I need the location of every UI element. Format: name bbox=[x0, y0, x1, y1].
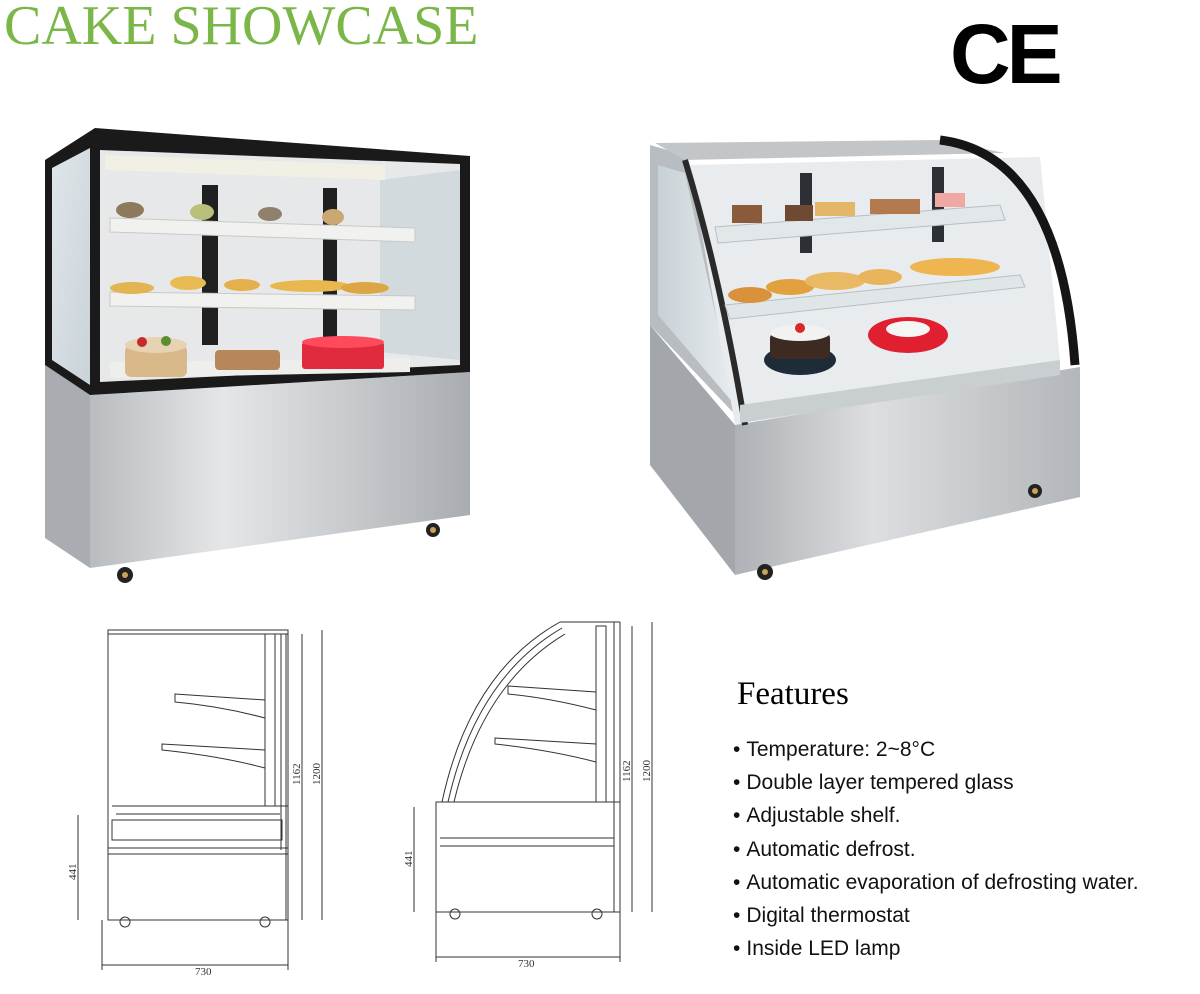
base-height-dimension: 441 bbox=[403, 851, 415, 868]
feature-item: Temperature: 2~8°C bbox=[733, 733, 1139, 766]
feature-item: Automatic defrost. bbox=[733, 833, 1139, 866]
feature-item: Adjustable shelf. bbox=[733, 799, 1139, 832]
feature-item: Automatic evaporation of defrosting wate… bbox=[733, 866, 1138, 899]
feature-item: Inside LED lamp bbox=[733, 932, 1139, 965]
base-height-dimension: 441 bbox=[67, 864, 79, 881]
inner-height-dimension: 1162 bbox=[621, 760, 633, 782]
total-height-dimension: 1200 bbox=[311, 763, 323, 786]
feature-item: Double layer tempered glass bbox=[733, 766, 1139, 799]
curved-showcase-drawing: 730 441 1162 1200 bbox=[403, 621, 653, 970]
curved-showcase-photo bbox=[650, 135, 1080, 580]
total-height-dimension: 1200 bbox=[641, 760, 653, 783]
page-title: CAKE SHOWCASE bbox=[4, 0, 479, 57]
inner-height-dimension: 1162 bbox=[291, 763, 303, 785]
ce-mark-logo: CE bbox=[950, 7, 1063, 101]
square-showcase-drawing: 730 441 1162 1200 bbox=[67, 629, 323, 978]
features-list: Temperature: 2~8°C Double layer tempered… bbox=[733, 733, 1139, 965]
width-dimension: 730 bbox=[195, 966, 212, 978]
square-showcase-photo bbox=[45, 128, 470, 583]
width-dimension: 730 bbox=[518, 958, 535, 970]
feature-item: Digital thermostat bbox=[733, 899, 1139, 932]
features-heading: Features bbox=[737, 676, 849, 712]
